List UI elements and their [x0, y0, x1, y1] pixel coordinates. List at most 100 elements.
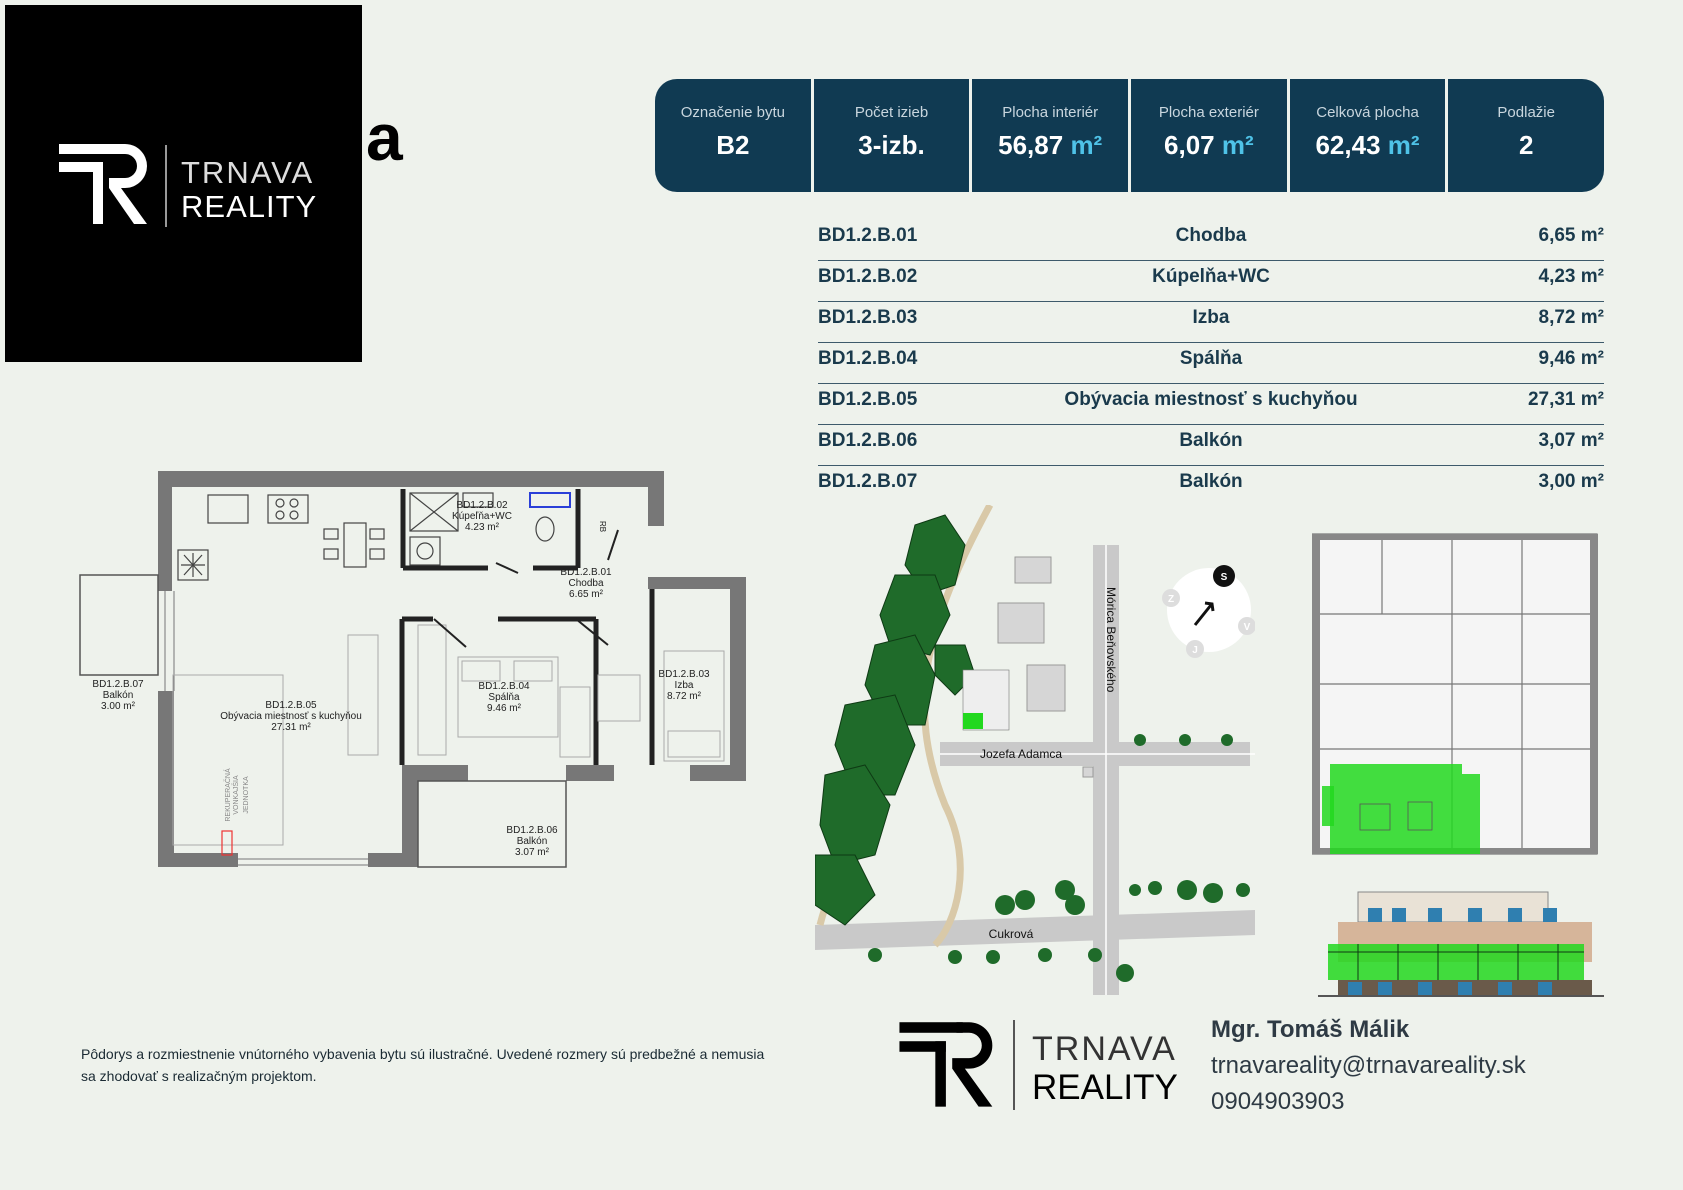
room-area: 9,46 m²	[1538, 348, 1604, 369]
stat-label: Plocha exteriér	[1158, 104, 1259, 121]
compass-v-label: V	[1244, 622, 1251, 633]
north-arrow-icon	[1193, 601, 1215, 626]
compass-s-marker	[1213, 565, 1235, 587]
room-code: BD1.2.B.06	[818, 430, 918, 451]
plan-label-rb: RB	[598, 521, 607, 532]
street-jozefa-adamca: Jozefa Adamca	[980, 747, 1062, 761]
floor-highlight	[1328, 944, 1584, 980]
plan-label-r06-name: Balkón	[517, 836, 548, 847]
plan-label-r06-code: BD1.2.B.06	[506, 825, 558, 836]
stat-value: 6,07 m²	[1164, 130, 1254, 160]
stat-label: Označenie bytu	[680, 104, 785, 121]
room-area: 27,31 m²	[1527, 389, 1604, 410]
plan-label-r02-area: 4.23 m²	[465, 522, 500, 533]
logo-divider	[1013, 1020, 1015, 1110]
room-area: 3,07 m²	[1538, 430, 1604, 451]
room-name: Izba	[1192, 307, 1230, 328]
apartment-stats-bar: Označenie bytu B2 Počet izieb 3-izb. Plo…	[655, 79, 1604, 192]
room-area: 6,65 m²	[1538, 225, 1604, 246]
plan-label-r04-area: 9.46 m²	[487, 703, 522, 714]
plan-label-r05-area: 27.31 m²	[271, 722, 311, 733]
stat-value: 62,43 m²	[1315, 130, 1420, 160]
stat-label: Plocha interiér	[1002, 104, 1099, 121]
stat-label: Podlažie	[1497, 104, 1555, 121]
room-code: BD1.2.B.01	[818, 225, 918, 246]
floor-key-plan	[1312, 533, 1598, 855]
stat-exterior-area: Plocha exteriér 6,07 m²	[1131, 79, 1290, 192]
plan-unit-label-3: REKUPERAČNÁ	[223, 768, 232, 822]
plan-label-r02-code: BD1.2.B.02	[456, 500, 508, 511]
brand-logo: TRNAVA REALITY	[5, 5, 362, 362]
apartment-highlight	[1330, 764, 1480, 854]
room-name: Spálňa	[1179, 348, 1243, 369]
contact-email[interactable]: trnavareality@trnavareality.sk	[1211, 1052, 1526, 1079]
plan-label-r07-code: BD1.2.B.07	[92, 679, 144, 690]
tr-monogram-icon	[899, 1022, 993, 1107]
plan-unit-label-2: JEDNOTKA	[243, 776, 250, 814]
street-cukrova: Cukrová	[989, 927, 1034, 941]
compass-j-label: J	[1192, 645, 1198, 656]
room-code: BD1.2.B.07	[818, 471, 918, 492]
room-code: BD1.2.B.04	[818, 348, 918, 369]
plan-label-r01-area: 6.65 m²	[569, 589, 604, 600]
street-morica-benovskeho: Mórica Beňovského	[1104, 587, 1118, 693]
plan-label-r01-code: BD1.2.B.01	[560, 567, 612, 578]
table-row: BD1.2.B.07 Balkón 3,00 m²	[818, 466, 1604, 507]
building-elevation	[1318, 891, 1604, 997]
table-row: BD1.2.B.03 Izba 8,72 m²	[818, 302, 1604, 343]
compass	[1167, 568, 1251, 652]
plan-label-r04-name: Spálňa	[488, 692, 520, 703]
room-name: Kúpelňa+WC	[1152, 266, 1270, 287]
plan-label-r03-name: Izba	[675, 680, 694, 691]
table-row: BD1.2.B.06 Balkón 3,07 m²	[818, 425, 1604, 466]
stat-designation: Označenie bytu B2	[655, 79, 814, 192]
plan-unit-label-1: VONKAJŠIA	[231, 775, 240, 815]
room-area: 4,23 m²	[1538, 266, 1604, 287]
stat-rooms: Počet izieb 3-izb.	[814, 79, 973, 192]
room-table: BD1.2.B.01 Chodba 6,65 m² BD1.2.B.02 Kúp…	[818, 220, 1604, 507]
plan-label-r05-name: Obývacia miestnosť s kuchyňou	[220, 711, 362, 722]
plan-label-r07-name: Balkón	[103, 690, 134, 701]
compass-s-label: S	[1221, 572, 1228, 583]
logo-divider	[165, 145, 167, 227]
stat-interior-area: Plocha interiér 56,87 m²	[972, 79, 1132, 192]
plan-label-r04-code: BD1.2.B.04	[478, 681, 530, 692]
table-row: BD1.2.B.04 Spálňa 9,46 m²	[818, 343, 1604, 384]
disclaimer-text: Pôdorys a rozmiestnenie vnútorného vybav…	[81, 1046, 765, 1084]
room-name: Obývacia miestnosť s kuchyňou	[1064, 389, 1358, 410]
plan-label-r03-area: 8.72 m²	[667, 691, 702, 702]
stat-total-area: Celková plocha 62,43 m²	[1290, 79, 1449, 192]
plan-label-r03-code: BD1.2.B.03	[658, 669, 710, 680]
tr-monogram-icon	[59, 144, 147, 224]
plan-label-r01-name: Chodba	[568, 578, 603, 589]
compass-z-label: Z	[1168, 594, 1174, 605]
brand-word-1: TRNAVA	[181, 155, 315, 190]
room-name: Balkón	[1179, 430, 1243, 451]
room-code: BD1.2.B.05	[818, 389, 918, 410]
room-area: 8,72 m²	[1538, 307, 1604, 328]
stat-value: B2	[716, 130, 750, 160]
stat-value: 2	[1518, 130, 1534, 160]
contact-block: Mgr. Tomáš Málik trnavareality@trnavarea…	[1211, 1016, 1526, 1116]
recuperation-unit	[221, 830, 233, 856]
plan-label-r02-name: Kúpeľňa+WC	[452, 511, 512, 522]
room-name: Balkón	[1179, 471, 1243, 492]
contact-name: Mgr. Tomáš Málik	[1211, 1016, 1410, 1043]
room-code: BD1.2.B.03	[818, 307, 918, 328]
plan-label-r07-area: 3.00 m²	[101, 701, 136, 712]
stat-value: 56,87 m²	[998, 130, 1103, 160]
brand-word-1: TRNAVA	[1032, 1030, 1177, 1068]
stat-label: Počet izieb	[854, 104, 929, 121]
plan-label-r06-area: 3.07 m²	[515, 847, 550, 858]
table-row: BD1.2.B.02 Kúpelňa+WC 4,23 m²	[818, 261, 1604, 302]
table-row: BD1.2.B.01 Chodba 6,65 m²	[818, 220, 1604, 261]
brand-word-2: REALITY	[1032, 1068, 1178, 1107]
stat-floor: Podlažie 2	[1448, 79, 1604, 192]
contact-phone[interactable]: 0904903903	[1211, 1088, 1345, 1115]
brand-suffix: a	[366, 100, 403, 174]
stat-value: 3-izb.	[858, 130, 925, 160]
table-row: BD1.2.B.05 Obývacia miestnosť s kuchyňou…	[818, 384, 1604, 425]
stat-label: Celková plocha	[1316, 104, 1419, 121]
floor-plan: BD1.2.B.02 Kúpeľňa+WC 4.23 m² BD1.2.B.01…	[79, 471, 746, 868]
room-area: 3,00 m²	[1538, 471, 1604, 492]
